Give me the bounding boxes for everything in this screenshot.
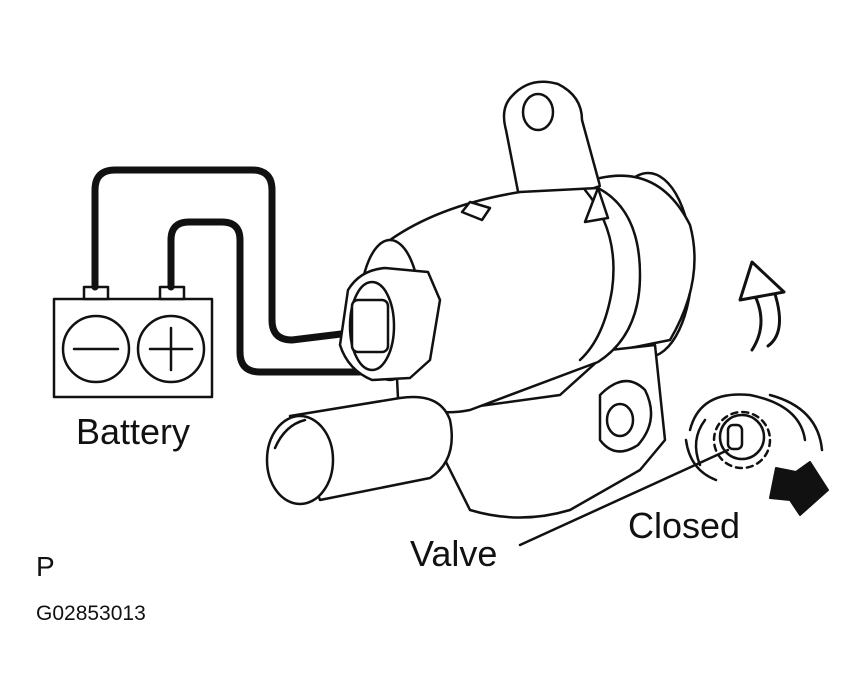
- view-letter-label: P: [36, 551, 55, 582]
- battery-wires: [91, 166, 390, 376]
- closed-label: Closed: [628, 505, 741, 546]
- battery-icon: [52, 285, 214, 399]
- plus-terminal-icon: [136, 314, 206, 384]
- valve-assembly-icon: [265, 80, 696, 519]
- battery-label: Battery: [76, 411, 191, 452]
- figure-code-label: G02853013: [36, 602, 146, 625]
- minus-terminal-icon: [61, 314, 131, 384]
- rotation-arrow-icon: [738, 260, 786, 352]
- valve-leader-line: [518, 448, 730, 547]
- push-arrow-icon: [769, 461, 829, 516]
- valve-label: Valve: [410, 533, 498, 574]
